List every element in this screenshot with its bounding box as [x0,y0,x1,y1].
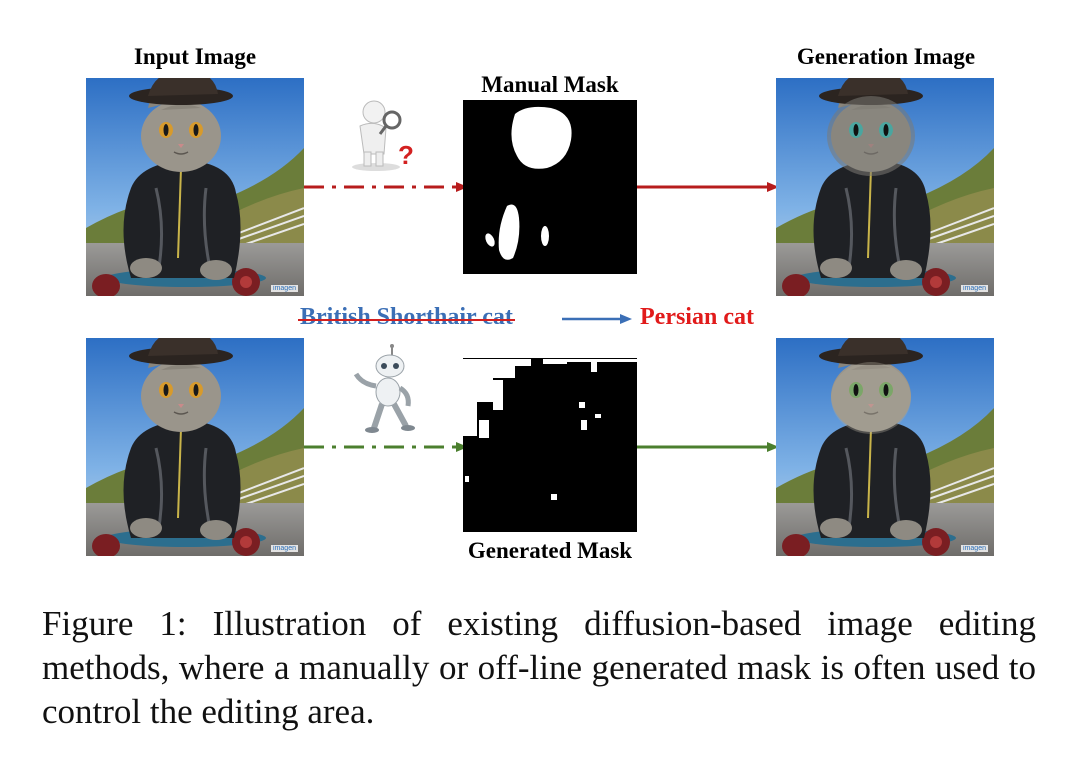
watermark: imagen [271,545,298,552]
manual-dashed-arrow [304,182,468,192]
manual-mask-label: Manual Mask [481,72,619,97]
figure-caption: Figure 1: Illustration of existing diffu… [42,604,1036,731]
person-with-magnifier-question-icon: ? [346,94,426,179]
watermark: imagen [961,545,988,552]
generated-mask [463,358,637,532]
watermark: imagen [961,285,988,292]
manual-solid-arrow [637,182,779,192]
generation-image-top: imagen [776,78,994,296]
manual-mask [463,100,637,274]
generated-solid-arrow [637,442,779,452]
class-edit-line: British Shorthair cat Persian cat [298,304,780,334]
input-image-bottom: imagen [86,338,304,556]
input-image-label: Input Image [133,44,257,69]
target-class-text: Persian cat [640,304,754,330]
watermark: imagen [271,285,298,292]
generation-image-label: Generation Image [796,44,976,69]
source-class-text: British Shorthair cat [298,304,515,330]
svg-text:?: ? [398,140,414,170]
class-edit-arrow [562,314,632,324]
input-image-top: imagen [86,78,304,296]
robot-icon [348,344,422,441]
generated-mask-label: Generated Mask [467,538,633,563]
generation-image-bottom: imagen [776,338,994,556]
generated-dashed-arrow [304,442,468,452]
